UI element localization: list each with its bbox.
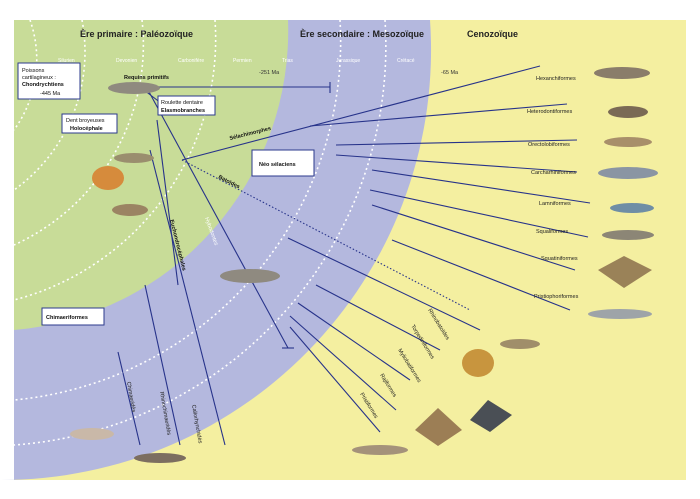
branch-chimaerides xyxy=(117,351,141,446)
box-chondrichthyes-line3: Chondrychtiens xyxy=(22,82,64,88)
era-cenozoic: Cenozoïque xyxy=(467,29,518,39)
shark-illustrations xyxy=(70,67,658,463)
branch-heterodontiformes xyxy=(309,103,568,127)
fish-devonian-icon xyxy=(112,204,148,216)
period-permien: Permien xyxy=(233,58,252,64)
order-squaliformes: Squaliformes xyxy=(536,229,568,235)
period-silurien: Silurien xyxy=(58,58,75,64)
branch-rhinochimaerides xyxy=(144,284,181,446)
shark-lamniformes-icon xyxy=(610,203,654,213)
age-251: -251 Ma xyxy=(259,70,280,76)
fish-holocephale-icon xyxy=(114,153,154,163)
ray-torpediniformes-icon xyxy=(462,349,494,377)
box-chim-label: Chimaeriformes xyxy=(46,315,88,321)
shark-carcharhiniformes-icon xyxy=(598,167,658,179)
fish-colored-icon xyxy=(92,166,124,190)
shark-hybodont-icon xyxy=(220,269,280,283)
shark-primitive-icon xyxy=(108,82,160,94)
box-chimaeriformes: Chimaeriformes xyxy=(41,307,105,326)
box-chondrichthyes: Poissons cartilagineux : Chondrychtiens … xyxy=(17,62,81,100)
order-squatiniformes: Squatiniformes xyxy=(541,256,578,262)
box-roulette: Roulette dentaire Elasmobranches xyxy=(157,95,216,116)
shark-heterodontiformes-icon xyxy=(608,106,648,118)
order-heterodontiformes: Heterodontiformes xyxy=(527,109,572,115)
box-holocephale: Dent broyeuses Holocéphale xyxy=(61,113,118,134)
clade-requins: Requins primitifs xyxy=(124,75,169,81)
box-chondrichthyes-line1: Poissons xyxy=(22,68,45,74)
branch-orectolobiformes xyxy=(335,139,578,146)
box-roulette-line2: Elasmobranches xyxy=(161,108,205,114)
ray-rhinobatoides-icon xyxy=(500,339,540,349)
order-lamniformes: Lamniformes xyxy=(539,201,571,207)
ray-rajiformes-icon xyxy=(415,408,462,446)
branch-hybodontes xyxy=(147,89,289,349)
period-cretace: Crétacé xyxy=(397,58,415,64)
era-mesozoic: Ère secondaire : Mesozoïque xyxy=(300,29,424,39)
period-jurassique: Jurassique xyxy=(336,58,360,64)
branch-rhinobatoides xyxy=(287,237,481,331)
box-chondrichthyes-age: -445 Ma xyxy=(40,91,61,97)
order-pristiophoriformes: Pristiophoriformes xyxy=(534,294,579,300)
period-trias: Trias xyxy=(282,58,293,64)
shark-squaliformes-icon xyxy=(602,230,654,240)
branch-squaliformes xyxy=(369,189,589,238)
order-orectolobiformes: Orectolobiformes xyxy=(528,142,570,148)
box-holocephale-line2: Holocéphale xyxy=(70,126,103,132)
chimaera-chimaerides-icon xyxy=(70,428,114,440)
branch-myliobatiformes xyxy=(297,302,411,381)
box-holocephale-line1: Dent broyeuses xyxy=(66,118,105,124)
chimaera-callorhynchides-icon xyxy=(134,453,186,463)
period-carbonifere: Carbonifère xyxy=(178,58,204,64)
branch-rajiformes xyxy=(289,315,397,411)
box-neo-selaciens: Néo sélaciens xyxy=(251,149,315,177)
ray-myliobatiformes-icon xyxy=(470,400,512,432)
shark-orectolobiformes-icon xyxy=(604,137,652,147)
shark-squatiniformes-icon xyxy=(598,256,652,288)
order-chimaerides: Chimaeridés xyxy=(125,381,136,413)
age-65: -65 Ma xyxy=(441,70,459,76)
branch-torpediniformes xyxy=(315,284,441,351)
branch-euchondro xyxy=(156,119,179,286)
shark-pristiophoriformes-icon xyxy=(588,309,652,319)
period-arc-4 xyxy=(13,19,217,301)
box-chondrichthyes-line2: cartilagineux : xyxy=(22,75,56,81)
shark-hexanchiformes-icon xyxy=(594,67,650,79)
ray-pristiformes-icon xyxy=(352,445,408,455)
branch-hexanchiformes xyxy=(181,65,541,161)
paleozoic-zone xyxy=(14,20,289,330)
branch-squatiniformes xyxy=(371,204,576,271)
era-paleozoic: Ère primaire : Paléozoïque xyxy=(80,29,193,39)
box-neo-label: Néo sélaciens xyxy=(259,162,296,168)
branch-pristiophoriformes xyxy=(391,239,571,311)
branch-lamniformes xyxy=(371,169,591,204)
branch-carcharhiniformes xyxy=(335,154,578,173)
branch-pristiformes xyxy=(289,326,381,433)
order-hexanchiformes: Hexanchiformes xyxy=(536,76,576,82)
order-carcharhiniformes: Carcharhiniformes xyxy=(531,170,576,176)
box-roulette-line1: Roulette dentaire xyxy=(161,100,203,106)
period-devonien: Devonien xyxy=(116,58,137,64)
branch-batoides-dotted xyxy=(181,159,471,311)
branch-callorhynchides xyxy=(149,149,226,446)
